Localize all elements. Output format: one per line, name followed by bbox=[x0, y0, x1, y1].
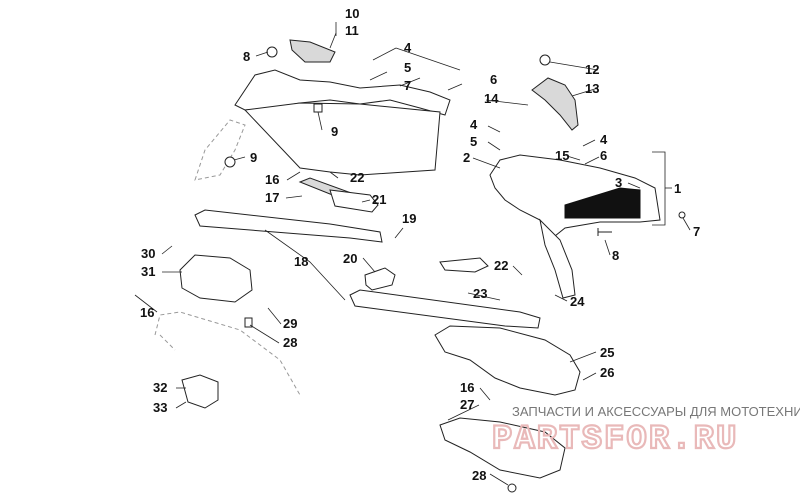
callout-27: 27 bbox=[460, 397, 474, 412]
right-lower-strip bbox=[539, 218, 576, 299]
ghost-chassis-left bbox=[154, 311, 301, 396]
callout-33: 33 bbox=[153, 400, 167, 415]
callout-26: 26 bbox=[600, 365, 614, 380]
lower-cross-bar bbox=[349, 289, 541, 329]
watermark: ЗАПЧАСТИ И АКСЕССУАРЫ ДЛЯ МОТОТЕХНИКИ PA… bbox=[491, 404, 800, 460]
ring-12 bbox=[539, 54, 551, 66]
callout-4: 4 bbox=[404, 40, 412, 55]
bracket-21 bbox=[329, 189, 379, 213]
callout-2: 2 bbox=[463, 150, 470, 165]
callout-labels: 10 11 8 4 5 7 6 12 13 14 9 9 4 5 2 4 15 … bbox=[140, 6, 700, 483]
right-panel-dark-insert bbox=[564, 187, 641, 219]
callout-11: 11 bbox=[345, 23, 359, 38]
bracket-19 bbox=[439, 257, 489, 273]
callout-23: 23 bbox=[473, 286, 487, 301]
callout-20: 20 bbox=[343, 251, 357, 266]
small-cover bbox=[289, 39, 336, 63]
callout-16c: 16 bbox=[460, 380, 474, 395]
callout-10: 10 bbox=[345, 6, 359, 21]
leader-lines bbox=[134, 22, 691, 486]
callout-21: 21 bbox=[372, 192, 386, 207]
callout-22b: 22 bbox=[494, 258, 508, 273]
callout-15: 15 bbox=[555, 148, 569, 163]
callout-13: 13 bbox=[585, 81, 599, 96]
callout-18: 18 bbox=[294, 254, 308, 269]
callout-16b: 16 bbox=[140, 305, 154, 320]
part-drawings bbox=[154, 39, 686, 493]
clip-9 bbox=[313, 103, 323, 113]
callout-5: 5 bbox=[404, 60, 411, 75]
nut-9 bbox=[224, 156, 236, 168]
callout-29: 29 bbox=[283, 316, 297, 331]
callout-12: 12 bbox=[585, 62, 599, 77]
callout-7b: 7 bbox=[693, 224, 700, 239]
watermark-caption: ЗАПЧАСТИ И АКСЕССУАРЫ ДЛЯ МОТОТЕХНИКИ bbox=[512, 404, 800, 419]
clip-28-left bbox=[244, 317, 253, 328]
upper-cross-bar bbox=[194, 209, 383, 243]
callout-9a: 9 bbox=[331, 124, 338, 139]
callout-30: 30 bbox=[141, 246, 155, 261]
callout-28a: 28 bbox=[283, 335, 297, 350]
grille-20 bbox=[364, 267, 396, 291]
callout-1: 1 bbox=[674, 181, 681, 196]
callout-25: 25 bbox=[600, 345, 614, 360]
watermark-logo: PARTSFOR.RU bbox=[492, 421, 738, 459]
callout-8: 8 bbox=[243, 49, 250, 64]
callout-19: 19 bbox=[402, 211, 416, 226]
callout-14: 14 bbox=[484, 91, 499, 106]
upper-left-panel-lower bbox=[243, 102, 441, 176]
callout-32: 32 bbox=[153, 380, 167, 395]
ghost-frame-left bbox=[194, 119, 246, 181]
callout-4b: 4 bbox=[470, 117, 478, 132]
callout-31: 31 bbox=[141, 264, 155, 279]
small-right-cover bbox=[531, 77, 579, 131]
clip-28-bottom bbox=[507, 483, 517, 493]
callout-8b: 8 bbox=[612, 248, 619, 263]
callout-28b: 28 bbox=[472, 468, 486, 483]
callout-7: 7 bbox=[404, 78, 411, 93]
callout-4c: 4 bbox=[600, 132, 608, 147]
mount-25 bbox=[434, 325, 581, 396]
callout-16a: 16 bbox=[265, 172, 279, 187]
callout-5b: 5 bbox=[470, 134, 477, 149]
callout-6b: 6 bbox=[600, 148, 607, 163]
bracket-32 bbox=[181, 374, 219, 409]
screw-7-right bbox=[678, 211, 686, 219]
right-body-panel bbox=[489, 154, 661, 241]
fastener-8-top bbox=[266, 46, 278, 58]
bolt-8-right bbox=[597, 228, 612, 236]
callout-3: 3 bbox=[615, 175, 622, 190]
plate-27 bbox=[439, 417, 566, 479]
callout-24: 24 bbox=[570, 294, 585, 309]
bracket-31 bbox=[179, 254, 253, 303]
callout-22a: 22 bbox=[350, 170, 364, 185]
callout-17: 17 bbox=[265, 190, 279, 205]
callout-6: 6 bbox=[490, 72, 497, 87]
callout-9b: 9 bbox=[250, 150, 257, 165]
